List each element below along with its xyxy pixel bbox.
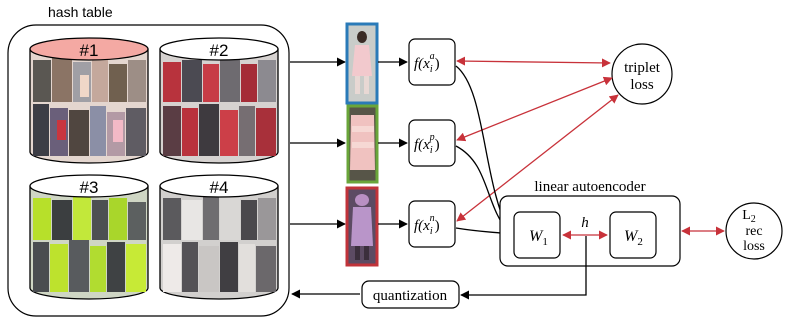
rec-loss-node: L2 rec loss bbox=[725, 202, 783, 260]
feature-positive-sup: p bbox=[429, 132, 435, 143]
anchor-sample-image bbox=[345, 22, 379, 105]
triplet-loss-line1: triplet bbox=[624, 60, 661, 76]
w2-main: W bbox=[624, 228, 639, 245]
bucket-1-label: #1 bbox=[80, 41, 99, 60]
bucket-1: #1 bbox=[29, 37, 149, 164]
bucket-2-person-images bbox=[163, 60, 276, 156]
svg-text:f(xin): f(xin) bbox=[414, 213, 440, 237]
triplet-loss-node: triplet loss bbox=[611, 43, 673, 105]
w1-node: W1 bbox=[513, 211, 561, 259]
bucket-2-label: #2 bbox=[210, 41, 229, 60]
feature-anchor-prefix: f(x bbox=[414, 56, 430, 72]
w1-main: W bbox=[529, 228, 544, 245]
svg-text:W1: W1 bbox=[529, 228, 548, 248]
hash-table-title: hash table bbox=[48, 4, 113, 20]
bucket-4-label: #4 bbox=[210, 178, 229, 197]
hidden-code-label: h bbox=[581, 215, 589, 231]
rec-loss-sub: 2 bbox=[751, 214, 756, 225]
w2-node: W2 bbox=[609, 211, 657, 259]
feature-positive-sub: i bbox=[430, 145, 433, 156]
bucket-3-lid bbox=[29, 174, 149, 198]
bucket-4-person-images bbox=[163, 196, 276, 292]
feature-anchor-sup: a bbox=[430, 51, 435, 62]
red-arrow-positive-triplet bbox=[456, 76, 613, 142]
bucket-3-person-images bbox=[33, 196, 146, 292]
feature-anchor-suffix: ) bbox=[435, 56, 440, 72]
red-arrow-anchor-triplet bbox=[456, 56, 611, 68]
feature-negative-prefix: f(x bbox=[414, 218, 430, 234]
bucket-3: #3 bbox=[29, 174, 149, 300]
svg-text:f(xia): f(xia) bbox=[414, 51, 440, 75]
svg-text:f(xip): f(xip) bbox=[414, 132, 440, 156]
negative-sample-image bbox=[345, 186, 379, 267]
feature-box-negative: f(xin) bbox=[408, 200, 456, 248]
feature-anchor-sub: i bbox=[430, 64, 433, 75]
feature-negative-sub: i bbox=[430, 226, 433, 237]
feature-negative-suffix: ) bbox=[435, 218, 440, 234]
bucket-4: #4 bbox=[159, 174, 279, 300]
positive-sample-image bbox=[346, 104, 379, 184]
feature-positive-suffix: ) bbox=[435, 137, 440, 153]
bucket-2: #2 bbox=[159, 37, 279, 164]
triplet-loss-line2: loss bbox=[630, 77, 654, 93]
feature-positive-prefix: f(x bbox=[414, 137, 430, 153]
feature-box-positive: f(xip) bbox=[408, 119, 456, 167]
w2-sub: 2 bbox=[637, 236, 643, 248]
bucket-3-label: #3 bbox=[80, 178, 99, 197]
quantization-node: quantization bbox=[361, 280, 460, 309]
bucket-2-lid bbox=[159, 37, 279, 61]
svg-text:W2: W2 bbox=[624, 228, 643, 248]
feature-negative-sup: n bbox=[430, 213, 435, 224]
arrow-h-to-quantization bbox=[460, 236, 587, 300]
rec-loss-main: L bbox=[742, 208, 751, 223]
bucket-4-lid bbox=[159, 174, 279, 198]
quantization-label: quantization bbox=[373, 288, 448, 304]
w1-sub: 1 bbox=[542, 236, 548, 248]
rec-loss-line3: loss bbox=[743, 239, 765, 254]
bucket-1-person-images bbox=[33, 58, 146, 156]
bucket-1-lid bbox=[29, 37, 149, 61]
svg-text:L2: L2 bbox=[742, 208, 756, 225]
autoencoder-title: linear autoencoder bbox=[534, 179, 645, 195]
rec-loss-line2: rec bbox=[745, 224, 762, 239]
red-arrow-negative-triplet bbox=[456, 94, 619, 222]
feature-box-anchor: f(xia) bbox=[408, 38, 456, 86]
hash-table-box bbox=[7, 24, 290, 317]
